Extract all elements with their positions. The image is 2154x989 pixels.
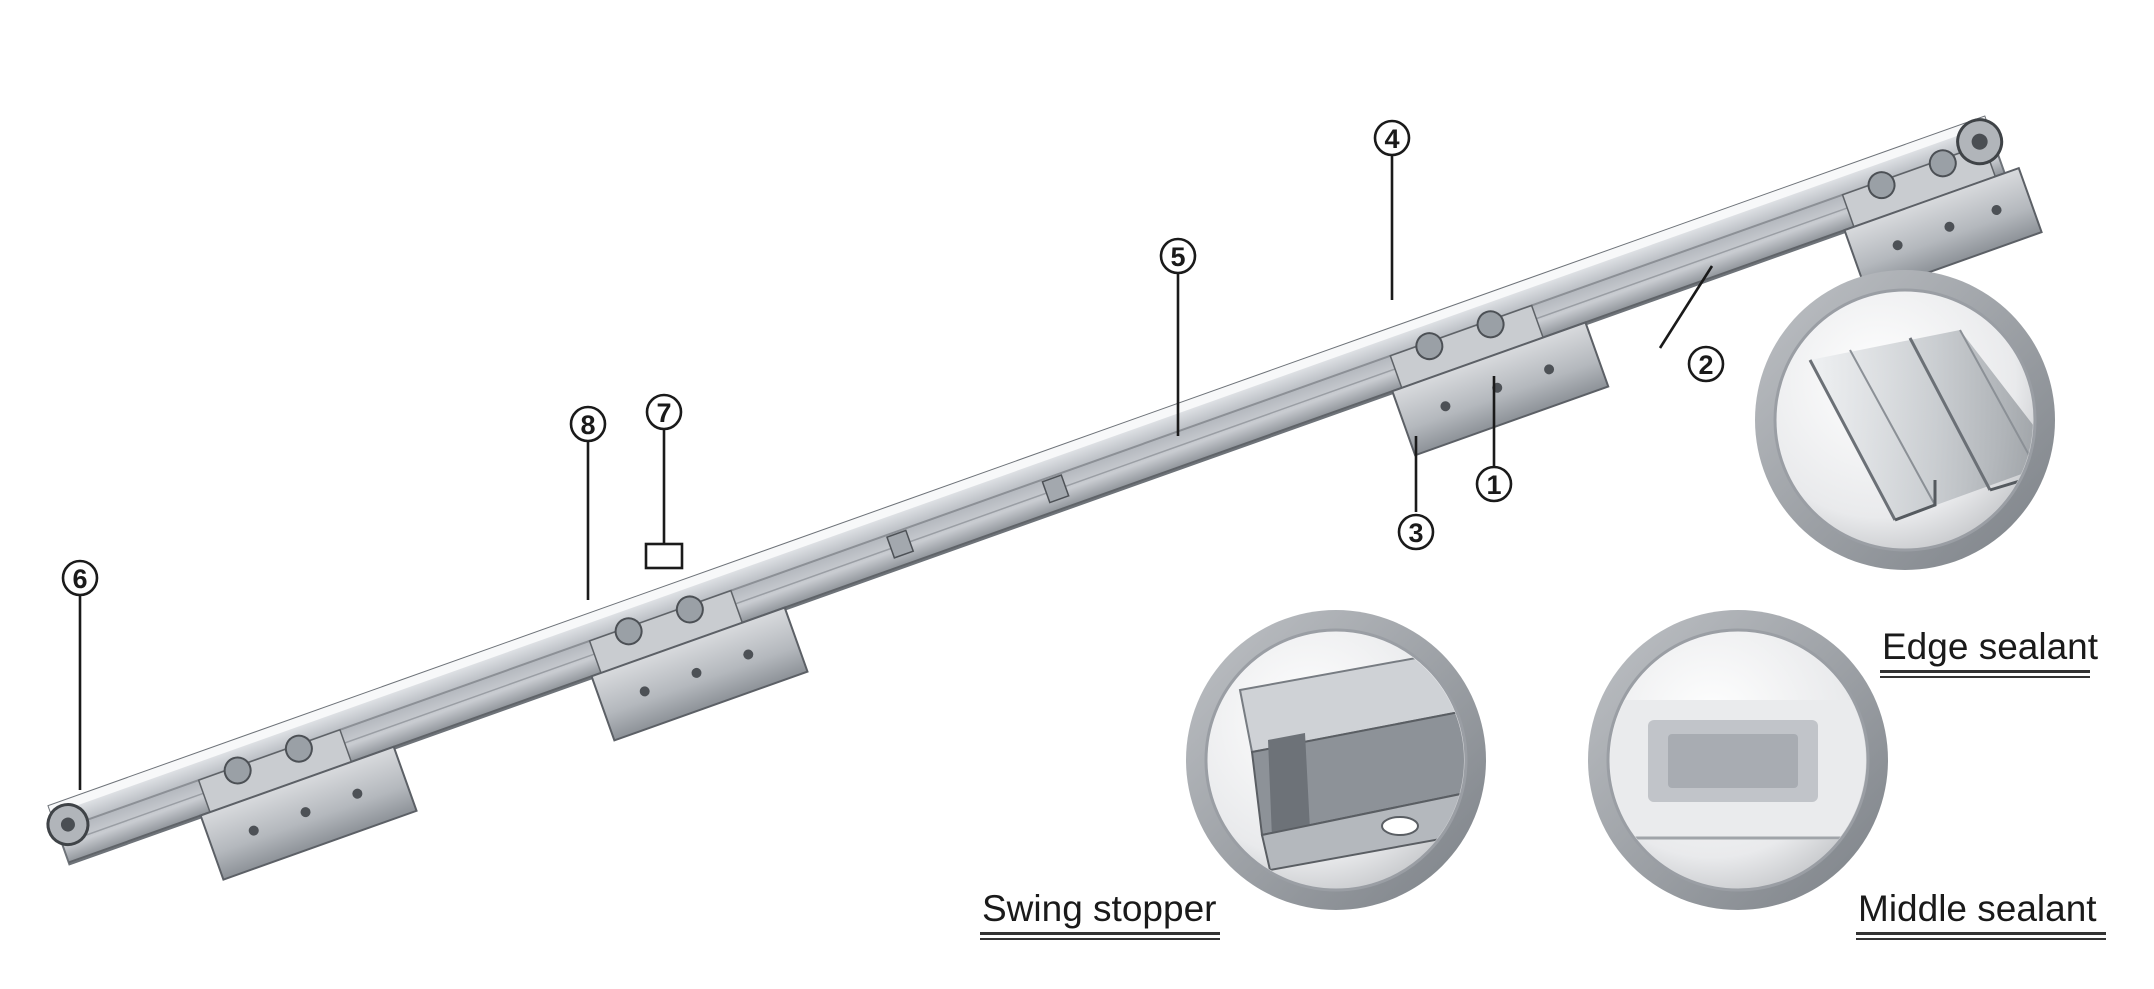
callout-5-number: 5	[1170, 242, 1185, 272]
callout-2-number: 2	[1698, 350, 1713, 380]
callout-6: 6	[61, 559, 99, 597]
callout-6-number: 6	[72, 564, 87, 594]
swing-stopper-rule	[980, 932, 1220, 935]
track-rail	[46, 115, 2043, 881]
edge-sealant-rule-2	[1880, 676, 2090, 678]
middle-sealant-piece	[1610, 700, 1866, 840]
callout-4-number: 4	[1384, 124, 1399, 154]
callout-5: 5	[1159, 237, 1197, 275]
door-hanger-icon	[588, 589, 809, 742]
swing-stopper-inset	[1186, 610, 1486, 910]
swing-stopper-caption: Swing stopper	[982, 888, 1217, 929]
door-hanger-icon	[197, 728, 418, 881]
callout-2: 2	[1687, 345, 1725, 383]
swing-stopper-rule-2	[980, 938, 1220, 940]
swing-stopper-part	[1238, 648, 1464, 872]
rail-clip-icon	[1041, 474, 1070, 504]
callout-7: 7	[645, 393, 683, 431]
edge-sealant-profile	[1808, 329, 2033, 522]
callout-leaders	[78, 154, 1714, 790]
callout-1: 1	[1475, 465, 1513, 503]
middle-sealant-caption: Middle sealant	[1858, 888, 2097, 929]
middle-sealant-inset	[1588, 610, 1888, 910]
callout-8-number: 8	[580, 410, 595, 440]
callout-7-number: 7	[656, 398, 671, 428]
roller-wheel-icon	[1956, 118, 2004, 166]
callout-3-number: 3	[1408, 518, 1423, 548]
edge-sealant-inset	[1755, 270, 2055, 570]
callout-3: 3	[1397, 513, 1435, 551]
middle-sealant-rule-2	[1856, 938, 2106, 940]
edge-sealant-rule	[1880, 670, 2090, 673]
door-hanger-icon	[1841, 143, 2043, 296]
rail-clip-icon	[886, 529, 915, 559]
callout-8: 8	[569, 405, 607, 443]
callout-4: 4	[1373, 119, 1411, 157]
middle-sealant-rule	[1856, 932, 2106, 935]
callout-1-number: 1	[1486, 470, 1501, 500]
edge-sealant-caption: Edge sealant	[1882, 626, 2099, 667]
roller-wheel-icon	[46, 803, 90, 847]
door-hanger-icon	[1389, 304, 1610, 457]
